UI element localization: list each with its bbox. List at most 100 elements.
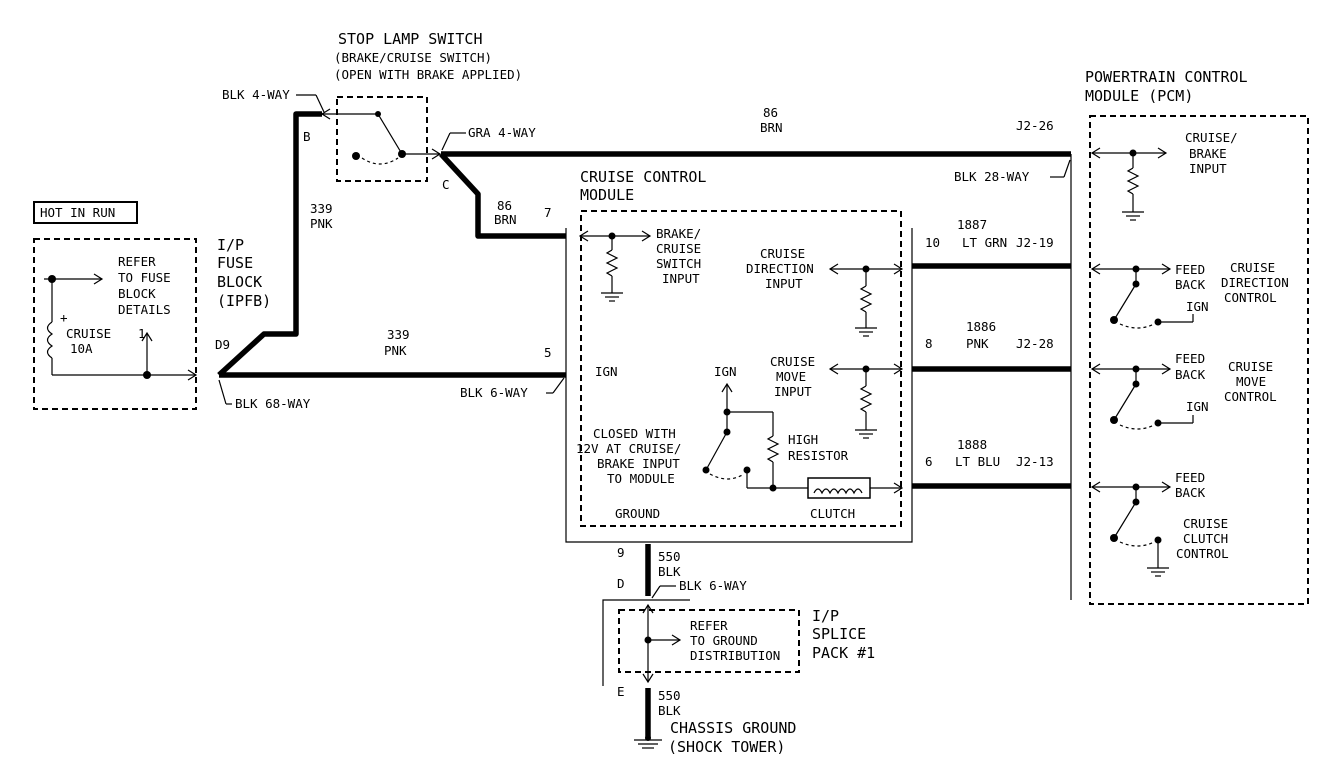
pin-5: 5 — [544, 345, 552, 360]
pin-d: D — [617, 576, 625, 591]
ccm-ground: GROUND — [615, 506, 660, 521]
pcm-cb-3: INPUT — [1189, 161, 1227, 176]
wire-339-v-color: PNK — [310, 216, 333, 231]
blk-68way-label: BLK 68-WAY — [235, 396, 311, 411]
pcm-ccc-2: CLUTCH — [1183, 531, 1228, 546]
pcm-title-1: POWERTRAIN CONTROL — [1085, 68, 1248, 86]
ccm-high-1: HIGH — [788, 432, 818, 447]
wire-339-v-number: 339 — [310, 201, 333, 216]
splice-refer-3: DISTRIBUTION — [690, 648, 780, 663]
stop-lamp-switch-title: STOP LAMP SWITCH — [338, 30, 483, 48]
ipfb-line-1: I/P — [217, 236, 244, 254]
splice-pack-box — [618, 609, 800, 673]
pin-j2-19: J2-19 — [1016, 235, 1054, 250]
pin-8: 8 — [925, 336, 933, 351]
fuse-name: CRUISE — [66, 326, 111, 341]
fuse-refer-2: TO FUSE — [118, 270, 171, 285]
ccm-move-2: MOVE — [776, 369, 806, 384]
pcm-fb2-a: FEED — [1175, 351, 1205, 366]
wire-550b-color: BLK — [658, 703, 681, 718]
fuse-icon — [46, 321, 54, 359]
ccm-title-1: CRUISE CONTROL — [580, 168, 706, 186]
pin-10: 10 — [925, 235, 940, 250]
ccm-ign-left: IGN — [595, 364, 618, 379]
fuse-refer-1: REFER — [118, 254, 156, 269]
pcm-cmc-1: CRUISE — [1228, 359, 1273, 374]
stop-lamp-switch: STOP LAMP SWITCH (BRAKE/CRUISE SWITCH) (… — [320, 30, 522, 182]
pcm-cdc-1: CRUISE — [1230, 260, 1275, 275]
hot-in-run-box — [33, 201, 138, 224]
pin-j2-26: J2-26 — [1016, 118, 1054, 133]
splice-refer-2: TO GROUND — [690, 633, 758, 648]
splice-title-3: PACK #1 — [812, 644, 875, 662]
pcm-cb-2: BRAKE — [1189, 146, 1227, 161]
pin-j2-28: J2-28 — [1016, 336, 1054, 351]
pcm-ign-2: IGN — [1186, 399, 1209, 414]
blk-4way-label: BLK 4-WAY — [222, 87, 290, 102]
blk-28way-label: BLK 28-WAY — [954, 169, 1030, 184]
wire-1886-color: PNK — [966, 336, 989, 351]
ccm-closed-2: 12V AT CRUISE/ — [576, 441, 681, 456]
splice-refer-1: REFER — [690, 618, 728, 633]
chassis-ground-icon — [645, 735, 651, 741]
ccm-box — [580, 210, 902, 527]
pcm-cmc-2: MOVE — [1236, 374, 1266, 389]
pcm-cb-1: CRUISE/ — [1185, 130, 1238, 145]
pcm-title-2: MODULE (PCM) — [1085, 87, 1193, 105]
hot-in-run-label: HOT IN RUN — [40, 205, 115, 220]
chassis-ground-note: (SHOCK TOWER) — [668, 738, 785, 756]
gra-4way-label: GRA 4-WAY — [468, 125, 536, 140]
high-resistor — [766, 435, 780, 463]
fuse-plus: + — [60, 310, 68, 325]
wire-1887-color: LT GRN — [962, 235, 1007, 250]
ccm-dir-3: INPUT — [765, 276, 803, 291]
stop-lamp-switch-box — [336, 96, 428, 182]
pin-7: 7 — [544, 205, 552, 220]
pcm-cdc-3: CONTROL — [1224, 290, 1277, 305]
wire-1886-number: 1886 — [966, 319, 996, 334]
wire-339-h-number: 339 — [387, 327, 410, 342]
pcm-ccc-3: CONTROL — [1176, 546, 1229, 561]
pcm-cdc-2: DIRECTION — [1221, 275, 1289, 290]
wire-86-top-color: BRN — [760, 120, 783, 135]
ccm-brake-input-2: CRUISE — [656, 241, 701, 256]
ccm-brake-input-3: SWITCH — [656, 256, 701, 271]
ccm-closed-3: BRAKE INPUT — [597, 456, 680, 471]
ccm-dir-1: CRUISE — [760, 246, 805, 261]
clutch-coil-icon — [813, 488, 863, 495]
blk-6way-top-label: BLK 6-WAY — [460, 385, 528, 400]
ccm-clutch: CLUTCH — [810, 506, 855, 521]
stop-lamp-switch-subtitle: (BRAKE/CRUISE SWITCH) — [334, 50, 492, 65]
wire-550a-color: BLK — [658, 564, 681, 579]
fuse-refer-4: DETAILS — [118, 302, 171, 317]
blk-6way-bottom-label: BLK 6-WAY — [679, 578, 747, 593]
splice-title-1: I/P — [812, 607, 839, 625]
pin-d9: D9 — [215, 337, 230, 352]
wire-1888-color: LT BLU — [955, 454, 1000, 469]
wire-86-mid-color: BRN — [494, 212, 517, 227]
wire-86-mid-number: 86 — [497, 198, 512, 213]
ccm-title-2: MODULE — [580, 186, 634, 204]
wire-339-pnk-vertical — [217, 111, 322, 378]
ccm-move-3: INPUT — [774, 384, 812, 399]
pcm-fb1-b: BACK — [1175, 277, 1206, 292]
pcm-fb3-a: FEED — [1175, 470, 1205, 485]
pcm-cmc-3: CONTROL — [1224, 389, 1277, 404]
pcm-fb3-b: BACK — [1175, 485, 1206, 500]
pin-c: C — [442, 177, 450, 192]
fuse-rating: 10A — [70, 341, 93, 356]
pin-b: B — [303, 129, 311, 144]
pcm-fb1-a: FEED — [1175, 262, 1205, 277]
pcm-box — [1089, 115, 1309, 605]
pin-e: E — [617, 684, 625, 699]
pin-j2-13: J2-13 — [1016, 454, 1054, 469]
ccm-move-1: CRUISE — [770, 354, 815, 369]
fuse-refer-3: BLOCK — [118, 286, 156, 301]
ccm-brake-input-4: INPUT — [662, 271, 700, 286]
ccm-closed-1: CLOSED WITH — [593, 426, 676, 441]
pin-1: 1 — [138, 326, 146, 341]
ccm-ign-top: IGN — [714, 364, 737, 379]
wire-86-brn-ccm — [438, 152, 566, 239]
chassis-ground-title: CHASSIS GROUND — [670, 719, 796, 737]
wire-86-top-number: 86 — [763, 105, 778, 120]
